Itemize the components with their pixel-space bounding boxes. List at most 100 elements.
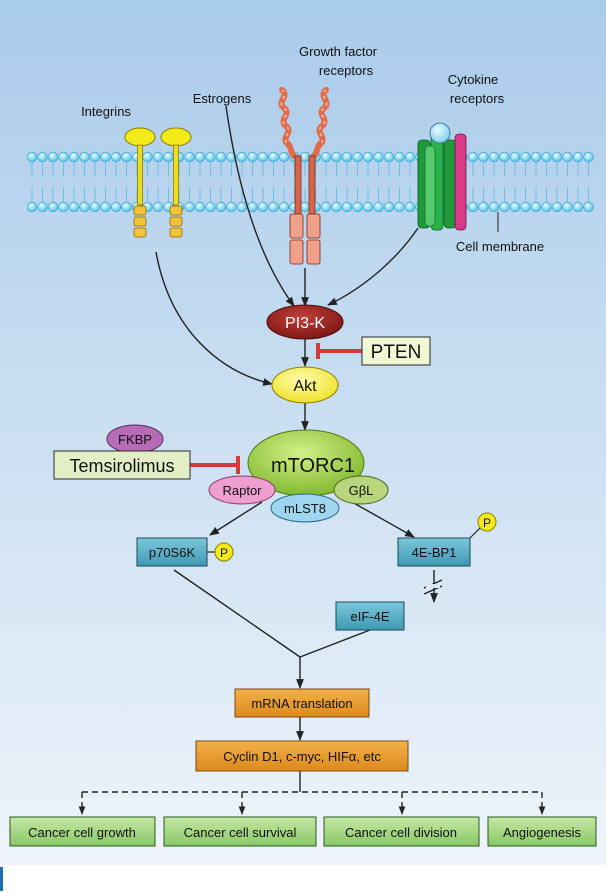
cyclin-label: Cyclin D1, c-myc, HIFα, etc bbox=[223, 749, 381, 764]
lipid-head bbox=[257, 151, 269, 163]
lipid-head bbox=[121, 151, 132, 163]
raptor-node bbox=[208, 475, 276, 505]
lipid-head bbox=[47, 201, 59, 213]
lipid-head bbox=[152, 201, 164, 213]
lipid-head bbox=[341, 151, 353, 163]
lipid-head bbox=[373, 151, 384, 163]
lipid-head bbox=[383, 151, 395, 163]
outcome-label: Cancer cell survival bbox=[184, 825, 297, 840]
akt-label: Akt bbox=[293, 378, 317, 395]
phospho-marker-4ebp1 bbox=[477, 512, 497, 532]
lipid-head bbox=[37, 151, 48, 163]
lipid-head bbox=[110, 151, 122, 163]
outcome-branches bbox=[78, 791, 546, 815]
growth-factor-label-line1: Growth factor bbox=[299, 44, 378, 59]
outcome-label: Angiogenesis bbox=[503, 825, 582, 840]
temsirolimus-node: Temsirolimus bbox=[53, 450, 191, 480]
fourebp1-node: 4E-BP1 P bbox=[397, 512, 497, 567]
lipid-head bbox=[341, 201, 353, 213]
lipid-head bbox=[562, 151, 573, 163]
phospho-label-4ebp1: P bbox=[483, 516, 491, 530]
outcome-label: Cancer cell growth bbox=[28, 825, 136, 840]
pi3k-node: PI3-K bbox=[266, 304, 344, 340]
integrins-label: Integrins bbox=[81, 104, 131, 119]
lipid-head bbox=[352, 151, 363, 163]
lipid-head bbox=[268, 201, 279, 213]
pten-node: PTEN bbox=[361, 336, 431, 366]
fourebp1-label: 4E-BP1 bbox=[412, 545, 457, 560]
lipid-head bbox=[257, 201, 269, 213]
cytokine-label-line2: receptors bbox=[450, 91, 505, 106]
lipid-head bbox=[26, 151, 38, 163]
pathway-arrows bbox=[155, 105, 438, 792]
outcome-boxes: Cancer cell growth Cancer cell survival … bbox=[9, 816, 597, 847]
lipid-head bbox=[194, 201, 206, 213]
mlst8-label: mLST8 bbox=[284, 501, 326, 516]
lipid-head bbox=[467, 151, 479, 163]
lipid-head bbox=[194, 151, 206, 163]
lipid-head bbox=[499, 201, 510, 213]
lipid-head bbox=[226, 201, 237, 213]
lipid-head bbox=[478, 201, 489, 213]
break-mark bbox=[423, 579, 443, 595]
outcome-label: Cancer cell division bbox=[345, 825, 457, 840]
lipid-head bbox=[362, 201, 374, 213]
lipid-head bbox=[352, 201, 363, 213]
cell-membrane-label: Cell membrane bbox=[456, 239, 544, 254]
lipid-head bbox=[394, 201, 405, 213]
lipid-head bbox=[583, 151, 594, 163]
cell-membrane bbox=[26, 151, 594, 213]
lipid-head bbox=[467, 201, 479, 213]
mrna-label: mRNA translation bbox=[251, 696, 352, 711]
lipid-head bbox=[184, 201, 195, 213]
raptor-label: Raptor bbox=[222, 483, 262, 498]
lipid-head bbox=[278, 151, 290, 163]
lipid-head bbox=[583, 201, 594, 213]
lipid-head bbox=[562, 201, 573, 213]
eif4e-label: eIF-4E bbox=[350, 609, 389, 624]
lipid-head bbox=[268, 151, 279, 163]
lipid-head bbox=[205, 201, 216, 213]
akt-node: Akt bbox=[271, 366, 339, 404]
integrin-receptor-right bbox=[160, 127, 192, 238]
lipid-head bbox=[247, 151, 258, 163]
cytokine-receptor bbox=[417, 122, 467, 231]
lipid-head bbox=[184, 151, 195, 163]
fkbp-node: FKBP bbox=[106, 424, 164, 454]
outcome-box bbox=[323, 816, 480, 847]
lipid-head bbox=[142, 151, 153, 163]
lipid-head bbox=[488, 201, 500, 213]
lipid-head bbox=[541, 151, 552, 163]
pten-inhibition bbox=[316, 343, 362, 359]
integrin-receptor-left bbox=[124, 127, 156, 238]
gbl-node bbox=[333, 475, 389, 505]
lipid-head bbox=[215, 201, 227, 213]
lipid-head bbox=[236, 201, 248, 213]
fkbp-label: FKBP bbox=[118, 432, 152, 447]
lipid-head bbox=[320, 151, 332, 163]
lipid-head bbox=[79, 201, 90, 213]
lipid-head bbox=[572, 201, 584, 213]
lipid-head bbox=[541, 201, 552, 213]
lipid-head bbox=[394, 151, 405, 163]
lipid-head bbox=[530, 151, 542, 163]
lipid-head bbox=[509, 201, 521, 213]
lipid-head bbox=[100, 201, 111, 213]
lipid-head bbox=[362, 151, 374, 163]
lipid-head bbox=[100, 151, 111, 163]
p70s6k-label: p70S6K bbox=[149, 545, 196, 560]
lipid-head bbox=[79, 151, 90, 163]
lipid-head bbox=[236, 151, 248, 163]
pten-label: PTEN bbox=[371, 342, 422, 363]
lipid-head bbox=[520, 151, 531, 163]
lipid-head bbox=[530, 201, 542, 213]
lipid-head bbox=[551, 151, 563, 163]
lipid-head bbox=[404, 201, 416, 213]
outcome-box bbox=[487, 816, 597, 847]
mtorc1-label: mTORC1 bbox=[271, 455, 355, 477]
lipid-head bbox=[551, 201, 563, 213]
lipid-head bbox=[152, 151, 164, 163]
outcome-box bbox=[163, 816, 317, 847]
lipid-head bbox=[110, 201, 122, 213]
lipid-head bbox=[47, 151, 59, 163]
